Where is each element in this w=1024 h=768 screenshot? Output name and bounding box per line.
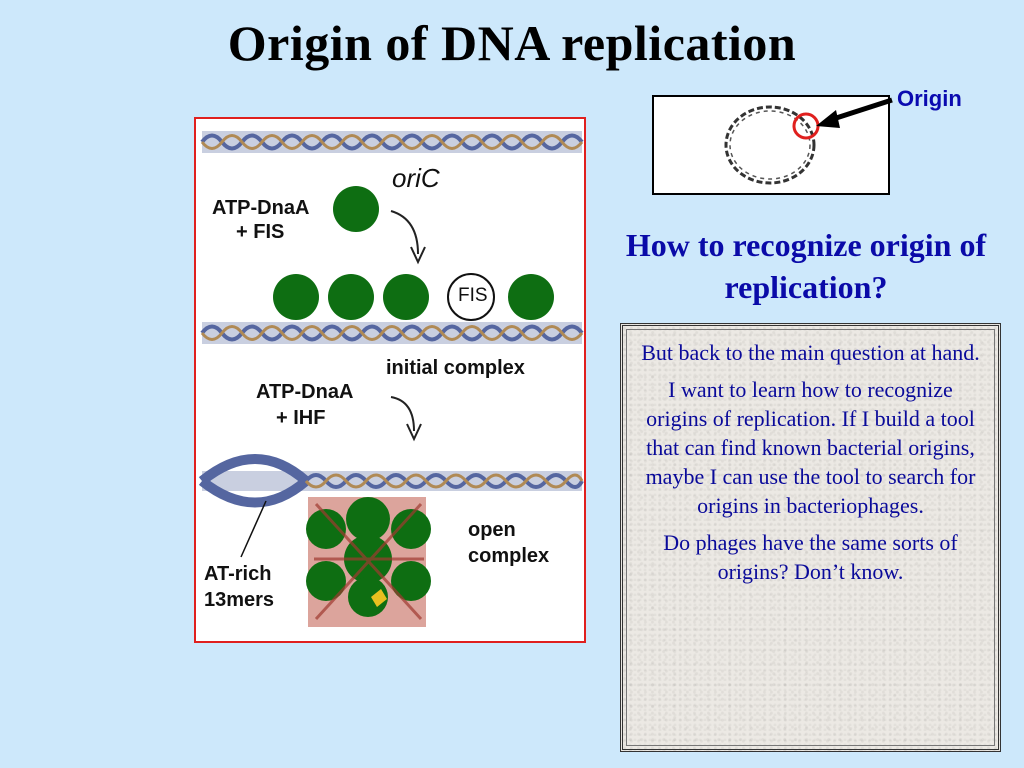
diagram-graphics <box>198 131 584 627</box>
paragraph: But back to the main question at hand. <box>641 340 980 365</box>
at-rich-label-line1: AT-rich <box>204 563 272 585</box>
dna-replication-diagram: oriC ATP-DnaA + FIS FIS initial complex … <box>194 117 586 643</box>
notes-text-box: But back to the main question at hand. I… <box>620 323 1001 752</box>
paragraph: I want to learn how to recognize origins… <box>645 377 976 518</box>
open-complex-label-line2: complex <box>468 545 550 567</box>
fis-protein-label: FIS <box>458 285 488 306</box>
ihf-plus-label: + IHF <box>276 407 326 429</box>
fis-protein <box>447 273 495 321</box>
open-complex-label-line1: open <box>468 519 516 541</box>
dnaa-protein <box>273 274 319 320</box>
fis-plus-label: + FIS <box>236 221 285 243</box>
atp-dnaa-label-2: ATP-DnaA <box>256 381 354 403</box>
atp-dnaa-label-1: ATP-DnaA <box>212 197 310 219</box>
dna-helix-top <box>200 131 584 153</box>
open-complex-cluster <box>306 497 431 627</box>
dnaa-protein <box>328 274 374 320</box>
paragraph: Do phages have the same sorts of origins… <box>663 530 958 584</box>
section-subtitle: How to recognize origin of replication? <box>625 227 987 305</box>
arrow-curve-2 <box>390 396 415 432</box>
arrow-curve-1 <box>390 210 419 255</box>
initial-complex-label: initial complex <box>386 357 525 379</box>
dnaa-protein <box>508 274 554 320</box>
origin-pointer-arrow <box>816 97 893 128</box>
origin-label: Origin <box>897 86 962 111</box>
oric-label: oriC <box>392 163 440 193</box>
dna-helix-bottom <box>198 454 584 558</box>
dnaa-protein <box>383 274 429 320</box>
dnaa-protein <box>333 186 379 232</box>
dna-helix-middle <box>200 322 584 344</box>
at-rich-label-line2: 13mers <box>204 589 275 611</box>
slide-title: Origin of DNA replication <box>227 15 797 71</box>
